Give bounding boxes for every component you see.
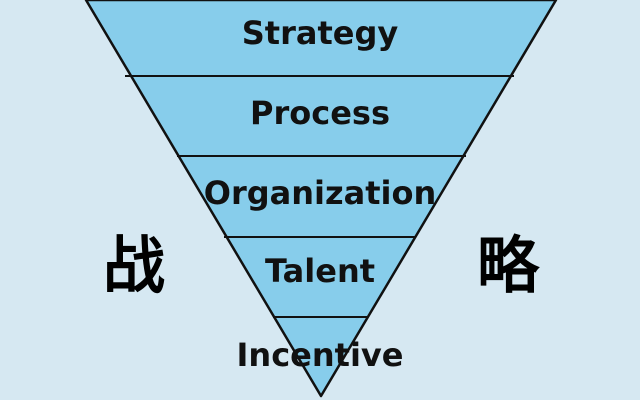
layer-strategy: Strategy (241, 14, 399, 52)
layer-talent: Talent (264, 252, 376, 290)
layer-process: Process (250, 94, 390, 132)
funnel-shape (84, 0, 558, 398)
layer-incentive: Incentive (236, 336, 404, 374)
side-character-left: 战 (103, 229, 166, 302)
side-character-right: 略 (477, 229, 540, 302)
layer-organization: Organization (203, 174, 437, 212)
